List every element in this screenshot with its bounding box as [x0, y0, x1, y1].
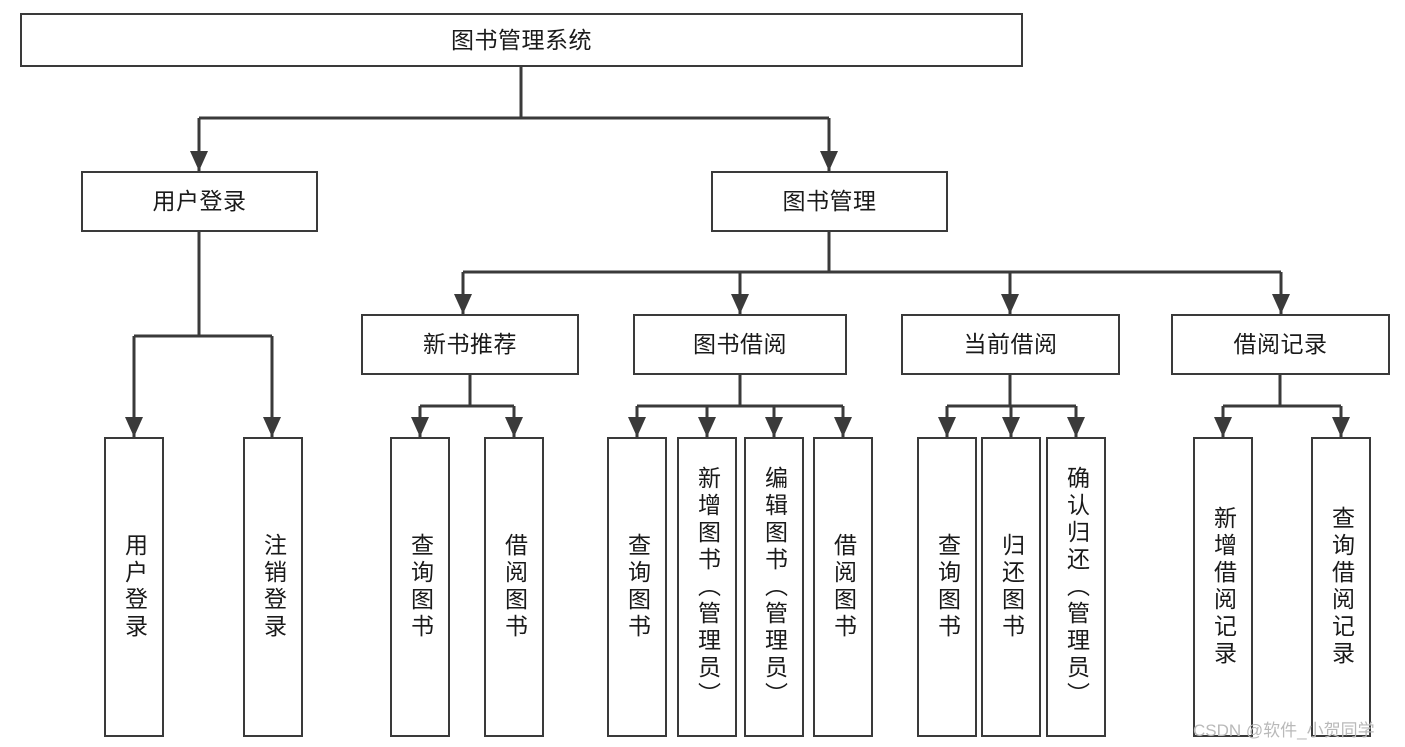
node-label: 图书管理	[782, 188, 877, 215]
node-label: 新书推荐	[423, 331, 517, 358]
node-label: 新增图书（管理员）	[694, 465, 721, 709]
arrow-head-icon	[834, 417, 852, 437]
node-label: 用户登录	[152, 188, 247, 215]
arrow-head-icon	[731, 294, 749, 314]
node-current-borrow: 当前借阅	[901, 314, 1120, 375]
node-label: 查询借阅记录	[1328, 506, 1355, 668]
node-label: 用户登录	[121, 533, 148, 641]
node-leaf-query-book-2: 查询图书	[607, 437, 667, 737]
node-label: 图书借阅	[693, 331, 787, 358]
node-leaf-user-login: 用户登录	[104, 437, 164, 737]
node-label: 查询图书	[934, 533, 961, 641]
node-book-borrow: 图书借阅	[633, 314, 847, 375]
node-label: 归还图书	[998, 533, 1025, 641]
node-leaf-add-record: 新增借阅记录	[1193, 437, 1253, 737]
node-label: 当前借阅	[963, 331, 1058, 358]
node-leaf-add-book: 新增图书（管理员）	[677, 437, 737, 737]
arrow-head-icon	[1272, 294, 1290, 314]
node-label: 查询图书	[407, 533, 434, 641]
node-label: 新增借阅记录	[1210, 506, 1237, 668]
arrow-head-icon	[411, 417, 429, 437]
arrow-head-icon	[263, 417, 281, 437]
node-user-login: 用户登录	[81, 171, 318, 232]
node-borrow-record: 借阅记录	[1171, 314, 1390, 375]
node-label: 编辑图书（管理员）	[761, 465, 788, 709]
arrow-head-icon	[628, 417, 646, 437]
node-book-manage: 图书管理	[711, 171, 948, 232]
arrow-head-icon	[190, 151, 208, 171]
arrow-head-icon	[1002, 417, 1020, 437]
arrow-head-icon	[820, 151, 838, 171]
arrow-head-icon	[1067, 417, 1085, 437]
arrow-head-icon	[765, 417, 783, 437]
node-leaf-query-record: 查询借阅记录	[1311, 437, 1371, 737]
arrow-head-icon	[1332, 417, 1350, 437]
arrow-head-icon	[1001, 294, 1019, 314]
node-label: 借阅图书	[501, 533, 528, 641]
arrow-head-icon	[938, 417, 956, 437]
node-label: 查询图书	[624, 533, 651, 641]
node-label: 图书管理系统	[451, 26, 592, 53]
node-new-book-rec: 新书推荐	[361, 314, 579, 375]
node-leaf-logout: 注销登录	[243, 437, 303, 737]
node-leaf-query-book-3: 查询图书	[917, 437, 977, 737]
arrow-head-icon	[125, 417, 143, 437]
node-label: 借阅图书	[830, 533, 857, 641]
node-leaf-borrow-book-1: 借阅图书	[484, 437, 544, 737]
arrow-head-icon	[1214, 417, 1232, 437]
node-root: 图书管理系统	[20, 13, 1023, 67]
node-leaf-borrow-book-2: 借阅图书	[813, 437, 873, 737]
node-leaf-query-book-1: 查询图书	[390, 437, 450, 737]
node-leaf-edit-book: 编辑图书（管理员）	[744, 437, 804, 737]
arrow-head-icon	[505, 417, 523, 437]
node-label: 注销登录	[260, 533, 287, 641]
node-label: 确认归还（管理员）	[1063, 465, 1090, 709]
node-label: 借阅记录	[1233, 331, 1328, 358]
arrow-head-icon	[698, 417, 716, 437]
node-leaf-return-book: 归还图书	[981, 437, 1041, 737]
arrow-head-icon	[454, 294, 472, 314]
node-leaf-confirm-return: 确认归还（管理员）	[1046, 437, 1106, 737]
edge-layer	[125, 67, 1350, 437]
